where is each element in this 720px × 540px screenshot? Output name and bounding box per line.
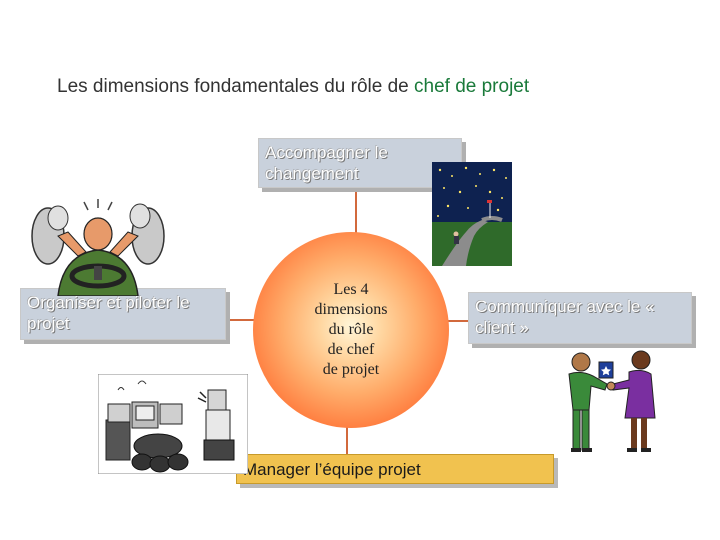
connector-bottom [346, 426, 348, 454]
night-sky-path-clipart-icon [432, 162, 512, 266]
center-line: de projet [322, 361, 380, 378]
center-circle: Les 4 dimensions du rôle de chef de proj… [253, 232, 449, 428]
center-line: Les 4 [333, 281, 369, 298]
title-highlight: chef de projet [414, 76, 530, 97]
connector-top [355, 188, 357, 234]
dimension-top-box: Accompagner le changement [258, 138, 462, 188]
dimension-top-label: Accompagner le changement [265, 143, 388, 183]
dimension-left-label: Organiser et piloter le projet [27, 293, 190, 333]
center-label: Les 4 dimensions du rôle de chef de proj… [296, 280, 406, 380]
robot-team-clipart-icon [98, 374, 248, 474]
dimension-bottom-label: Manager l’équipe projet [243, 460, 421, 479]
dimension-left-box: Organiser et piloter le projet [20, 288, 226, 340]
slide-title: Les dimensions fondamentales du rôle de … [57, 76, 529, 98]
center-line: du rôle [328, 321, 374, 338]
center-line: de chef [327, 341, 375, 358]
connector-left [226, 319, 256, 321]
center-line: dimensions [314, 301, 388, 318]
dimension-right-box: Communiquer avec le « client » [468, 292, 692, 344]
stressed-driver-clipart-icon [31, 199, 165, 296]
title-prefix: Les dimensions fondamentales du rôle de [57, 76, 415, 97]
dimension-bottom-box: Manager l’équipe projet [236, 454, 554, 484]
handshake-people-clipart-icon [568, 350, 656, 452]
connector-right [448, 320, 468, 322]
dimension-right-label: Communiquer avec le « client » [475, 297, 655, 337]
